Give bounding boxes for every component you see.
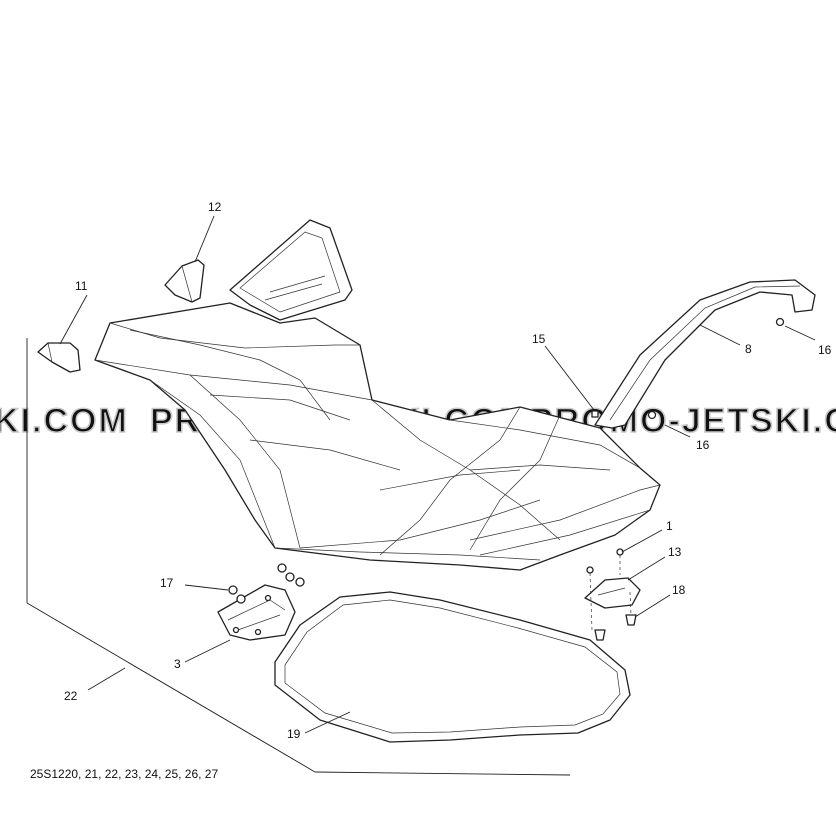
callout-1: 1 — [666, 519, 673, 533]
assembly-22-lines — [26, 338, 571, 776]
part-12-cap — [164, 259, 205, 303]
part-3-bracket — [217, 584, 296, 641]
callout-13: 13 — [668, 545, 682, 559]
callout-16-upper: 16 — [818, 343, 832, 357]
leader-lines — [59, 215, 816, 734]
callout-11: 11 — [75, 279, 88, 293]
part-11-cap — [37, 342, 81, 373]
watermark-left: KI.COM — [0, 402, 129, 440]
callout-19: 19 — [287, 727, 301, 741]
fasteners-top — [591, 317, 785, 420]
callout-17: 17 — [160, 576, 174, 590]
callout-22: 22 — [64, 689, 78, 703]
callout-18: 18 — [672, 583, 686, 597]
fastener-15 — [591, 410, 599, 418]
fastener-16-lower — [647, 410, 657, 420]
callout-12: 12 — [208, 200, 222, 214]
part-17-nuts — [228, 563, 305, 604]
seat-body — [94, 219, 661, 571]
callouts: 1 3 8 11 12 13 15 16 16 17 18 19 22 — [64, 200, 832, 741]
diagram-caption: 25S1220, 21, 22, 23, 24, 25, 26, 27 — [30, 767, 218, 781]
part-13-latch — [584, 548, 641, 609]
part-19-seal — [274, 591, 631, 743]
part-8-strap — [594, 279, 816, 429]
fastener-16-upper — [775, 317, 785, 327]
part-18-screws — [594, 614, 637, 641]
callout-15: 15 — [532, 332, 546, 346]
callout-16-lower: 16 — [696, 438, 710, 452]
assembly-guides — [589, 555, 632, 631]
callout-3: 3 — [174, 657, 181, 671]
callout-8: 8 — [745, 342, 752, 356]
